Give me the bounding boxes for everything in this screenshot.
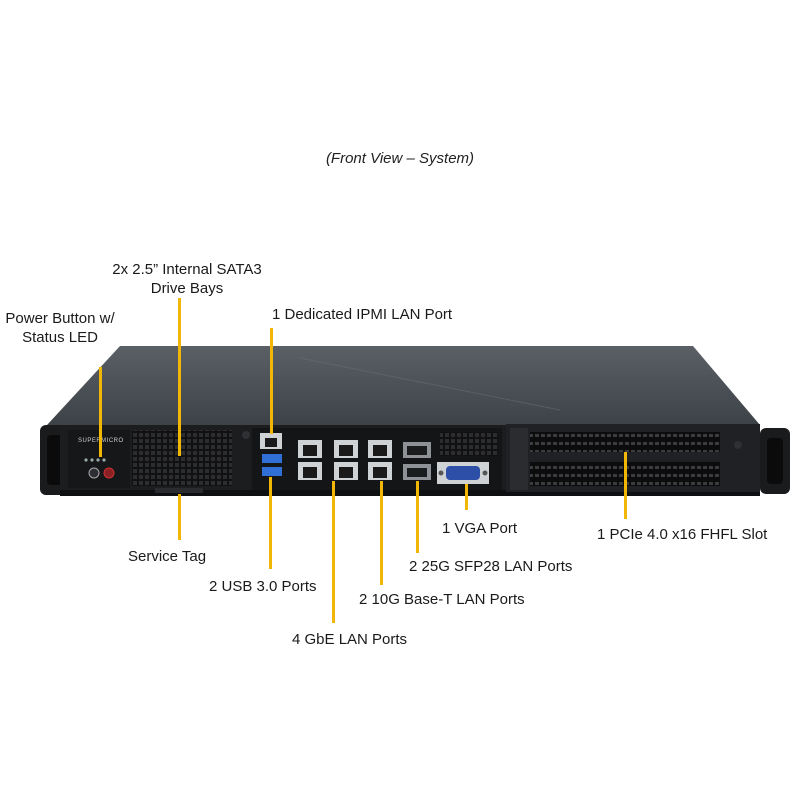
drive-bay-vent (132, 430, 232, 486)
label-gbe: 4 GbE LAN Ports (292, 631, 408, 648)
label-service-tag: Service Tag (128, 548, 207, 565)
reset-button-icon (103, 467, 115, 479)
leader-vga (465, 484, 468, 510)
label-vga: 1 VGA Port (442, 520, 518, 537)
usb-port-icon (262, 454, 282, 463)
label-sfp: 2 25G SFP28 LAN Ports (409, 558, 573, 575)
leader-gbe (332, 481, 335, 623)
label-power-line2: Status LED (22, 329, 98, 346)
label-drive-bays-line1: 2x 2.5” Internal SATA3 (112, 261, 262, 278)
label-10g: 2 10G Base-T LAN Ports (359, 591, 525, 608)
label-drive-bays: 2x 2.5” Internal SATA3 Drive Bays (92, 260, 282, 298)
chassis-top-cover (47, 346, 760, 425)
service-tag-slot (155, 488, 203, 493)
label-usb: 2 USB 3.0 Ports (209, 578, 317, 595)
leader-power-button (99, 367, 102, 457)
vga-port-icon (446, 466, 480, 480)
label-drive-bays-line2: Drive Bays (150, 280, 224, 297)
figure-caption: (Front View – System) (325, 150, 475, 167)
leader-pcie (624, 452, 627, 519)
leader-ipmi (270, 328, 273, 434)
label-pcie: 1 PCIe 4.0 x16 FHFL Slot (597, 526, 768, 543)
leader-sfp (416, 481, 419, 553)
label-power-button: Power Button w/ Status LED (0, 309, 120, 347)
leader-service-tag (178, 494, 181, 540)
pcie-slot-vent (530, 432, 720, 452)
leader-drive-bays (178, 298, 181, 456)
power-button-icon (88, 467, 100, 479)
leader-usb (269, 477, 272, 569)
label-power-line1: Power Button w/ (5, 310, 115, 327)
label-ipmi: 1 Dedicated IPMI LAN Port (272, 306, 453, 323)
status-led-icon (84, 458, 106, 462)
leader-10g (380, 481, 383, 585)
